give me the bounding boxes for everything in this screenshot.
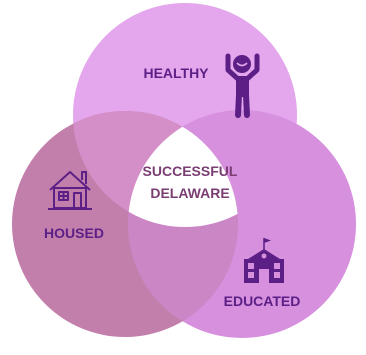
center-overlap <box>128 111 238 227</box>
school-building-icon <box>244 238 284 283</box>
house-icon <box>48 171 92 210</box>
healthy-label: HEALTHY <box>143 65 209 81</box>
center-title-line2: DELAWARE <box>150 185 229 201</box>
person-raising-arms-icon <box>225 53 260 118</box>
housed-label: HOUSED <box>44 225 104 241</box>
center-title-line1: SUCCESSFUL <box>143 163 238 179</box>
educated-label: EDUCATED <box>224 293 301 309</box>
